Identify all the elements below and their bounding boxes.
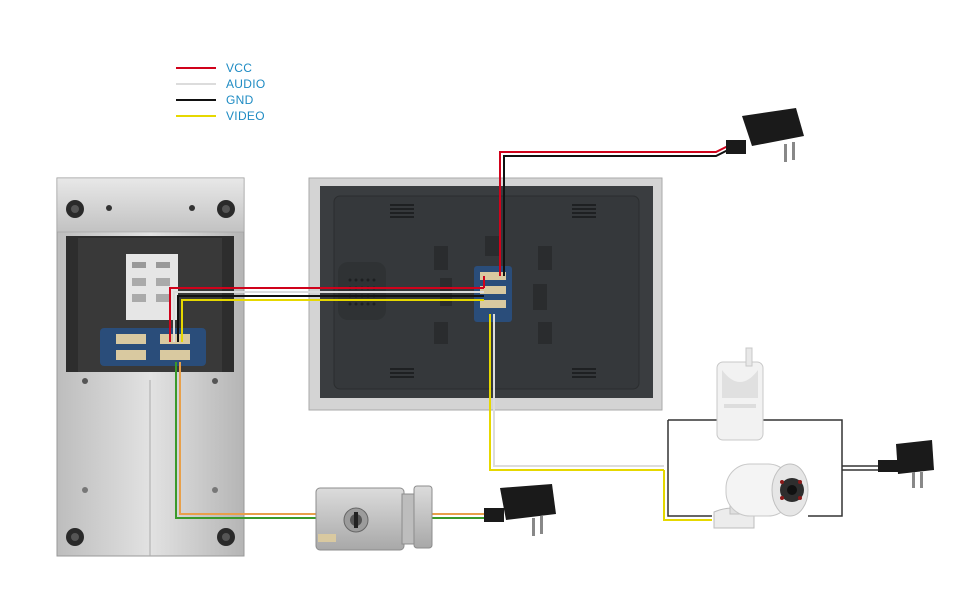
legend-item-gnd: GND: [176, 92, 266, 108]
legend-label-vcc: VCC: [226, 61, 253, 75]
power-adapter-icon: [878, 440, 934, 488]
wire-bundle-panel-to-monitor: [169, 276, 485, 342]
electric-lock-icon: [315, 485, 433, 551]
legend-label-video: VIDEO: [226, 109, 265, 123]
power-adapter-icon: [484, 484, 556, 536]
legend-swatch-gnd: [176, 99, 216, 101]
pir-sensor-icon: [716, 347, 764, 441]
doorbell-camera-panel-icon: [56, 177, 245, 557]
legend-item-audio: AUDIO: [176, 76, 266, 92]
wire-panel-to-lock: [175, 362, 490, 519]
legend-label-audio: AUDIO: [226, 77, 266, 91]
legend-swatch-vcc: [176, 67, 216, 69]
legend-swatch-audio: [176, 83, 216, 85]
legend-swatch-video: [176, 115, 216, 117]
cctv-bullet-camera-icon: [713, 463, 809, 529]
indoor-monitor-icon: [308, 177, 663, 411]
wire-monitor-power: [499, 145, 729, 276]
legend-item-vcc: VCC: [176, 60, 266, 76]
wire-monitor-to-camera: [489, 314, 664, 471]
power-adapter-icon: [726, 108, 804, 162]
legend-label-gnd: GND: [226, 93, 254, 107]
legend-item-video: VIDEO: [176, 108, 266, 124]
wire-legend: VCC AUDIO GND VIDEO: [176, 60, 266, 124]
